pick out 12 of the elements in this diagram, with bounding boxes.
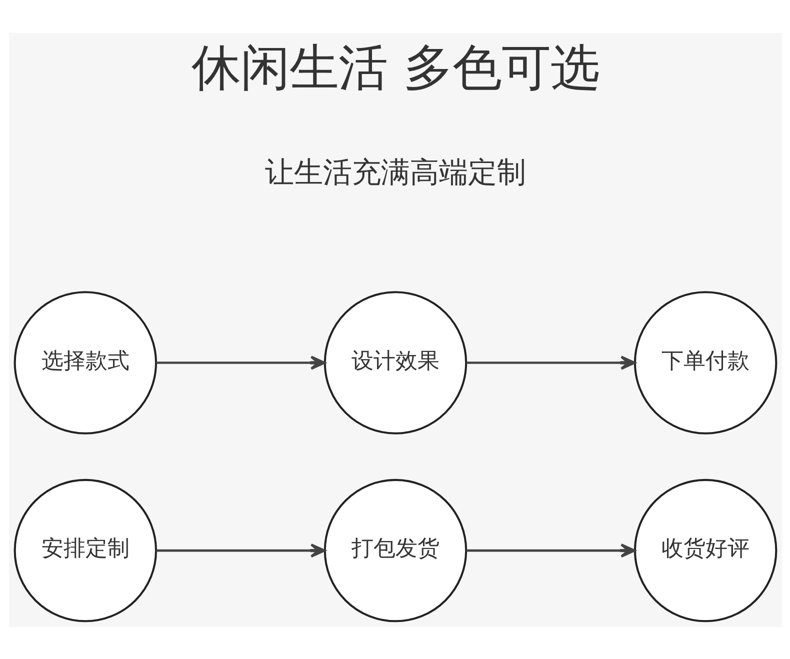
node-circle: 安排定制 [13, 478, 157, 622]
arrow [156, 355, 326, 370]
node-circle: 收货好评 [633, 478, 777, 622]
node-circle: 下单付款 [633, 290, 777, 434]
arrow [156, 542, 326, 558]
diagram-title: 休闲生活 多色可选 [191, 38, 599, 96]
node-circle: 打包发货 [323, 478, 467, 622]
arrow [466, 355, 636, 370]
node-circle: 选择款式 [13, 290, 157, 434]
label: 让生活充满高端定制 [264, 154, 526, 189]
node-circle: 设计效果 [323, 290, 467, 434]
arrow [466, 542, 636, 558]
